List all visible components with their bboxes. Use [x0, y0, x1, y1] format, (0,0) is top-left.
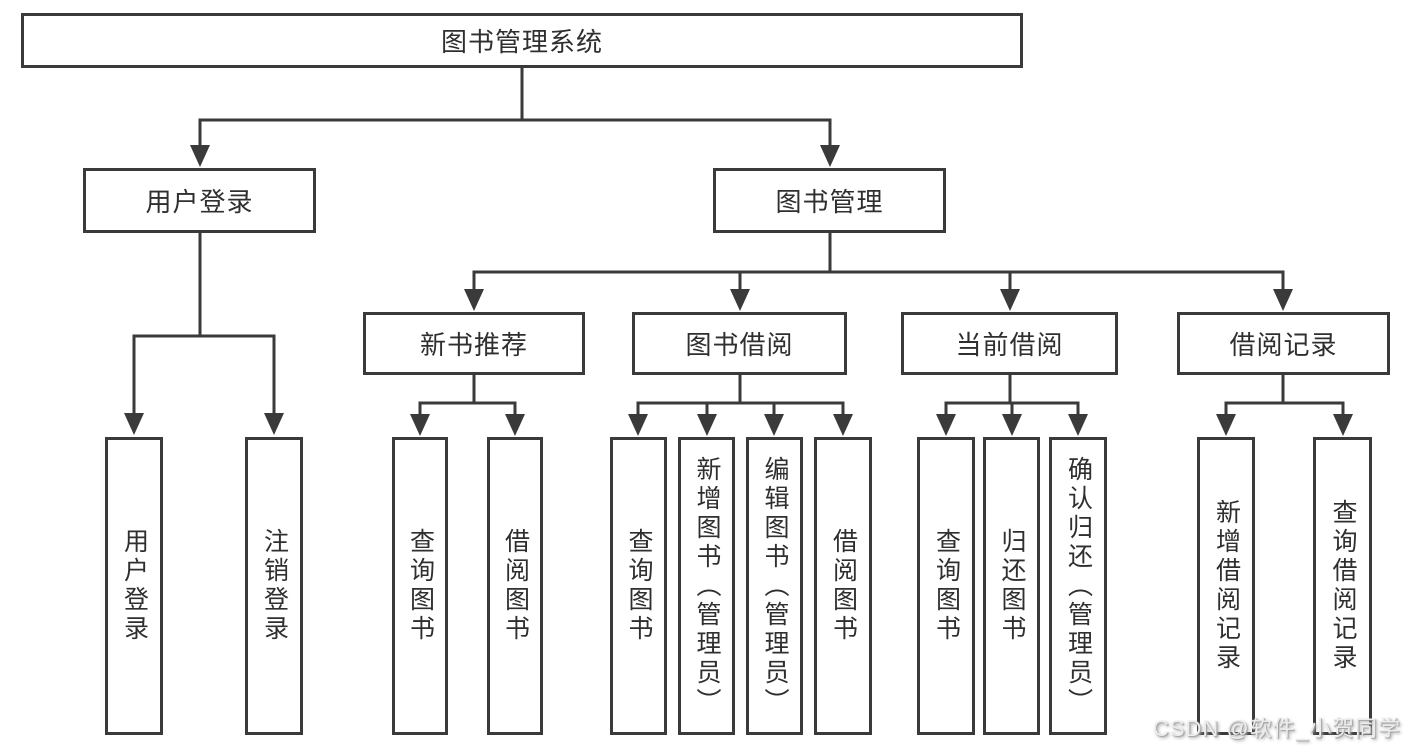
connector-records-to-leaves [1216, 375, 1353, 436]
leaf-return-books: 归还图书 [983, 437, 1040, 735]
node-current-borrow: 当前借阅 [901, 312, 1118, 375]
leaf-user-login: 用户登录 [105, 437, 163, 735]
leaf-query-books-current: 查询图书 [917, 437, 975, 735]
leaf-logout: 注销登录 [245, 437, 303, 735]
connector-management-to-level3 [464, 233, 1293, 311]
leaf-add-book-admin: 新增图书（管理员） [678, 437, 735, 735]
node-borrow-records: 借阅记录 [1177, 312, 1390, 375]
leaf-confirm-return-admin: 确认归还（管理员） [1049, 437, 1107, 735]
leaf-edit-book-admin: 编辑图书（管理员） [746, 437, 803, 735]
node-book-management: 图书管理 [713, 168, 946, 233]
connector-current-to-leaves [936, 375, 1088, 436]
leaf-borrow-books-borrow: 借阅图书 [814, 437, 872, 735]
leaf-borrow-books-recommend: 借阅图书 [487, 437, 543, 735]
node-book-borrow: 图书借阅 [632, 312, 847, 375]
connector-login-to-leaves [124, 233, 284, 435]
leaf-query-books-borrow: 查询图书 [610, 437, 667, 735]
connector-borrow-to-leaves [628, 375, 853, 436]
connector-recommend-to-leaves [410, 375, 525, 436]
node-user-login: 用户登录 [83, 168, 316, 233]
leaf-query-books-recommend: 查询图书 [392, 437, 448, 735]
connector-root-to-level2 [190, 68, 840, 167]
node-library-management-system: 图书管理系统 [21, 13, 1023, 68]
leaf-query-borrow-record: 查询借阅记录 [1313, 437, 1372, 735]
node-new-book-recommend: 新书推荐 [363, 312, 585, 375]
leaf-add-borrow-record: 新增借阅记录 [1197, 437, 1255, 735]
